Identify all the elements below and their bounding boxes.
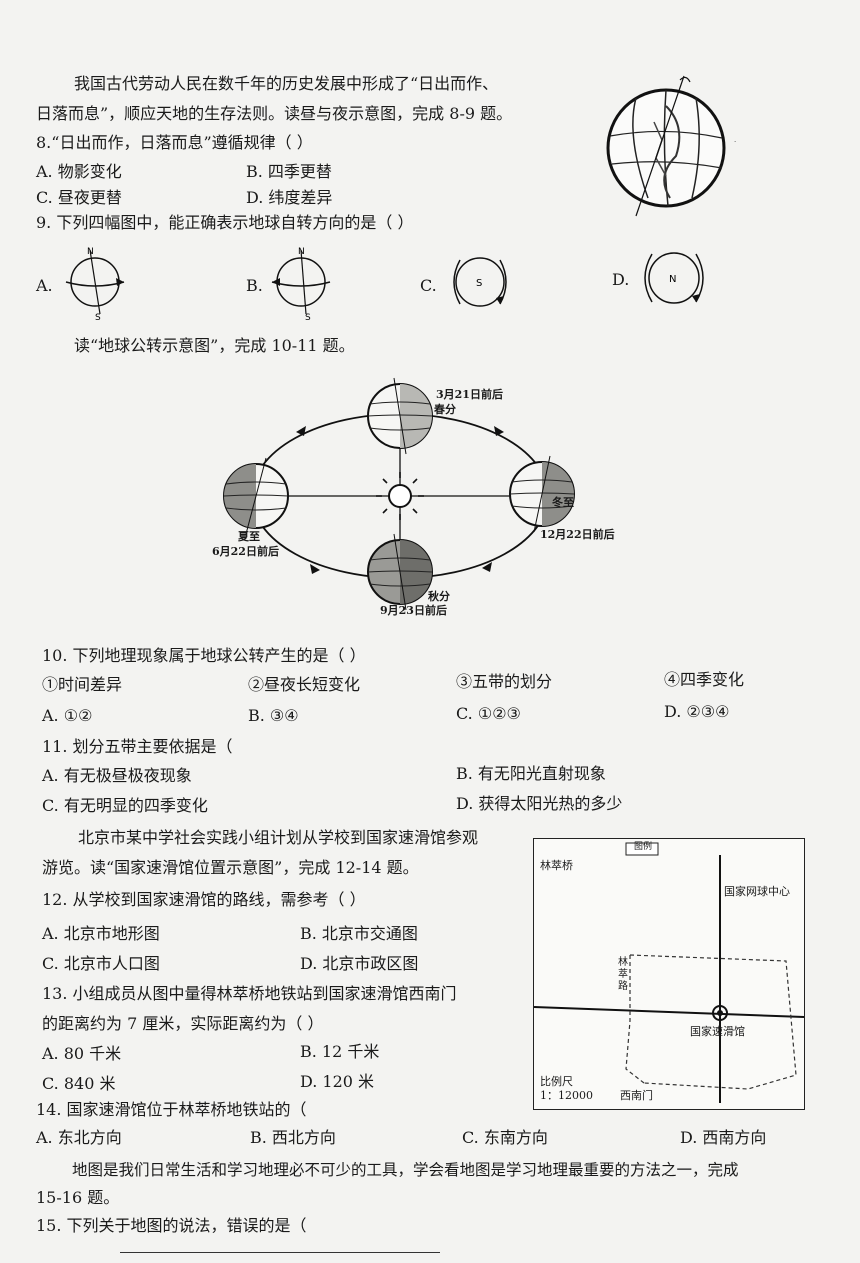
- intro-12-14-line2: 游览。读“国家速滑馆位置示意图”，完成 12-14 题。: [42, 858, 419, 877]
- orbit-winter-date: 12月22日前后: [540, 528, 615, 541]
- q8-stem: 8.“日出而作，日落而息”遵循规律（ ）: [36, 133, 313, 152]
- q13-stem-line2: 的距离约为 7 厘米，实际距离约为（ ）: [42, 1014, 324, 1033]
- sun-icon: [376, 472, 424, 520]
- intro-10-11: 读“地球公转示意图”，完成 10-11 题。: [74, 336, 355, 355]
- map-label-southwest-gate: 西南门: [620, 1089, 653, 1102]
- day-night-globe-figure: ·: [606, 75, 736, 217]
- orbit-autumn-label: 秋分: [428, 590, 450, 603]
- q11-option-a: A. 有无极昼极夜现象: [42, 766, 192, 785]
- orbit-winter-label: 冬至: [552, 496, 574, 509]
- q9-option-d-label: D.: [612, 270, 630, 289]
- orbit-spring-label: 春分: [434, 403, 456, 416]
- q14-option-a: A. 东北方向: [36, 1128, 122, 1147]
- q9-option-b-label: B.: [246, 276, 263, 295]
- q8-option-a: A. 物影变化: [36, 162, 122, 181]
- intro-8-9-line1: 我国古代劳动人民在数千年的历史发展中形成了“日出而作、: [74, 74, 499, 93]
- q13-option-b: B. 12 千米: [300, 1042, 380, 1061]
- q9-a-north-label: N: [87, 247, 94, 257]
- q13-stem-line1: 13. 小组成员从图中量得林萃桥地铁站到国家速滑馆西南门: [42, 984, 457, 1003]
- earth-spring-equinox: [367, 377, 433, 455]
- q9-stem: 9. 下列四幅图中，能正确表示地球自转方向的是（ ）: [36, 213, 414, 232]
- q9-d-pole-label: N: [669, 274, 676, 285]
- q9-a-south-label: S: [95, 313, 101, 320]
- q10-item-4: ④四季变化: [664, 670, 745, 689]
- q14-option-d: D. 西南方向: [680, 1128, 767, 1147]
- q15-stem: 15. 下列关于地图的说法，错误的是（: [36, 1216, 307, 1235]
- q10-item-3: ③五带的划分: [456, 672, 553, 691]
- q12-option-d: D. 北京市政区图: [300, 954, 419, 973]
- map-lines: [534, 842, 804, 1103]
- svg-text:·: ·: [734, 138, 736, 146]
- q9-b-south-label: S: [305, 313, 311, 320]
- q11-option-b: B. 有无阳光直射现象: [456, 764, 606, 783]
- speed-skating-oval-location-map: 图例 林萃桥 国家网球中心 林萃路 国家速滑馆 比例尺 1：12000 西南门: [533, 838, 805, 1110]
- q10-option-c: C. ①②③: [456, 704, 521, 723]
- orbit-summer-date: 6月22日前后: [212, 545, 279, 558]
- q10-option-b: B. ③④: [248, 706, 299, 725]
- q14-option-c: C. 东南方向: [462, 1128, 548, 1147]
- q10-stem: 10. 下列地理现象属于地球公转产生的是（ ）: [42, 646, 366, 665]
- q9-option-c-label: C.: [420, 276, 437, 295]
- q10-item-2: ②昼夜长短变化: [248, 675, 361, 694]
- q9-option-a-label: A.: [36, 276, 53, 295]
- q9-c-pole-label: S: [476, 278, 482, 289]
- q9-b-north-label: N: [298, 247, 305, 257]
- q9-globe-b: N S: [271, 247, 331, 320]
- q9-globe-c: S: [453, 257, 507, 307]
- q14-stem: 14. 国家速滑馆位于林萃桥地铁站的（: [36, 1100, 307, 1119]
- orbit-spring-date: 3月21日前后: [436, 388, 503, 401]
- intro-15-16-line1: 地图是我们日常生活和学习地理必不可少的工具，学会看地图是学习地理最重要的方法之一…: [72, 1161, 739, 1179]
- intro-12-14-line1: 北京市某中学社会实践小组计划从学校到国家速滑馆参观: [78, 828, 479, 847]
- earth-winter-solstice: [509, 455, 575, 533]
- q12-option-b: B. 北京市交通图: [300, 924, 418, 943]
- q8-option-d: D. 纬度差异: [246, 188, 333, 207]
- q10-option-a: A. ①②: [42, 706, 93, 725]
- earth-autumn-equinox: [367, 533, 433, 611]
- map-scale-value: 1：12000: [540, 1089, 593, 1102]
- map-label-top-left: 林萃桥: [540, 859, 573, 872]
- orbit-autumn-date: 9月23日前后: [380, 604, 447, 617]
- earth-summer-solstice: [223, 457, 289, 535]
- q9-globe-a: N S: [65, 247, 125, 320]
- map-label-road: 林萃路: [618, 957, 628, 992]
- q14-option-b: B. 西北方向: [250, 1128, 336, 1147]
- map-label-venue: 国家速滑馆: [690, 1025, 745, 1038]
- q12-option-a: A. 北京市地形图: [42, 924, 160, 943]
- q10-item-1: ①时间差异: [42, 675, 123, 694]
- q13-option-d: D. 120 米: [300, 1072, 375, 1091]
- footer-rule: [120, 1252, 440, 1253]
- earth-revolution-figure: [223, 377, 575, 611]
- q11-stem: 11. 划分五带主要依据是（: [42, 737, 233, 756]
- q8-option-c: C. 昼夜更替: [36, 188, 122, 207]
- map-scale-label: 比例尺: [540, 1075, 573, 1088]
- q11-option-d: D. 获得太阳光热的多少: [456, 794, 623, 813]
- q12-option-c: C. 北京市人口图: [42, 954, 160, 973]
- q8-option-b: B. 四季更替: [246, 162, 332, 181]
- q9-globe-d: N: [644, 252, 704, 304]
- orbit-summer-label: 夏至: [238, 530, 260, 543]
- q13-option-a: A. 80 千米: [42, 1044, 122, 1063]
- map-legend-title: 图例: [634, 842, 653, 852]
- map-label-tennis-center: 国家网球中心: [724, 885, 790, 898]
- intro-15-16-line2: 15-16 题。: [36, 1188, 120, 1207]
- intro-8-9-line2: 日落而息”，顺应天地的生存法则。读昼与夜示意图，完成 8-9 题。: [36, 104, 513, 123]
- q12-stem: 12. 从学校到国家速滑馆的路线，需参考（ ）: [42, 890, 366, 909]
- q10-option-d: D. ②③④: [664, 702, 730, 721]
- q11-option-c: C. 有无明显的四季变化: [42, 796, 208, 815]
- q13-option-c: C. 840 米: [42, 1074, 116, 1093]
